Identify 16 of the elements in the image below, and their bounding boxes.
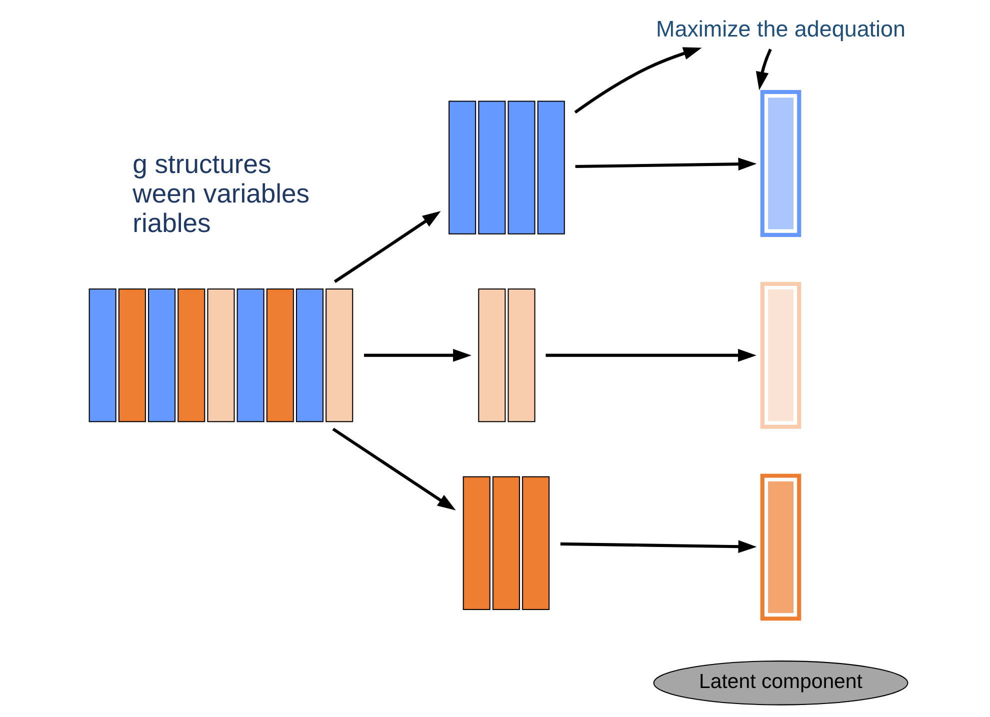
arrow bbox=[332, 428, 456, 510]
node-ellipse: Latent component bbox=[652, 660, 908, 706]
arrow bbox=[574, 158, 756, 171]
node-text: Maximize the adequation bbox=[656, 16, 905, 42]
arrow bbox=[333, 210, 440, 283]
arrow bbox=[560, 540, 756, 554]
label: riables bbox=[132, 208, 210, 238]
arrow bbox=[545, 348, 756, 362]
label: ween variables bbox=[132, 178, 310, 209]
node-bar bbox=[760, 90, 801, 237]
node-bar bbox=[760, 282, 801, 429]
node-bar bbox=[760, 474, 801, 621]
arrow bbox=[755, 48, 772, 90]
arrow bbox=[574, 47, 702, 114]
label: g structures bbox=[132, 148, 271, 179]
arrow bbox=[364, 348, 471, 362]
